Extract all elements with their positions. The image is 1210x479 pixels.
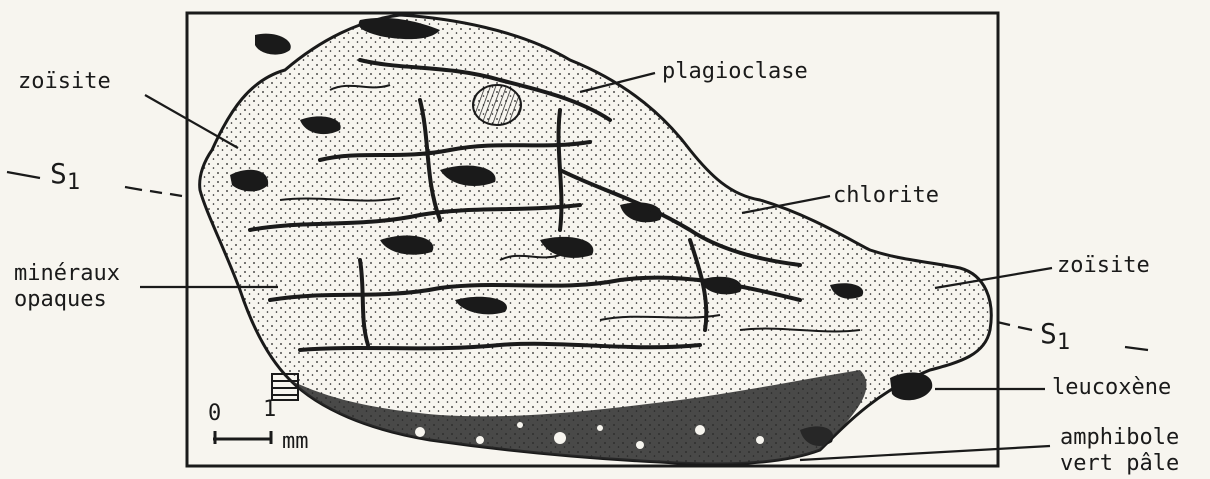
label-opaques: opaques: [14, 288, 107, 312]
label-zoisite-left: zoïsite: [18, 70, 111, 94]
label-leucoxene: leucoxène: [1052, 376, 1171, 400]
label-s1-left: S1: [50, 162, 80, 195]
label-vert-pale: vert pâle: [1060, 452, 1179, 476]
scale-label-start: 0: [208, 402, 221, 426]
label-amphibole: amphibole: [1060, 426, 1179, 450]
scale-label-unit: mm: [282, 430, 309, 454]
label-plagioclase: plagioclase: [662, 60, 808, 84]
scale-bar: [213, 431, 272, 444]
scale-label-end: 1: [263, 398, 276, 422]
label-chlorite: chlorite: [833, 184, 939, 208]
label-mineraux: minéraux: [14, 262, 120, 286]
plagioclase-crystal: [473, 85, 521, 125]
label-zoisite-right: zoïsite: [1057, 254, 1150, 278]
label-s1-right: S1: [1040, 322, 1070, 355]
